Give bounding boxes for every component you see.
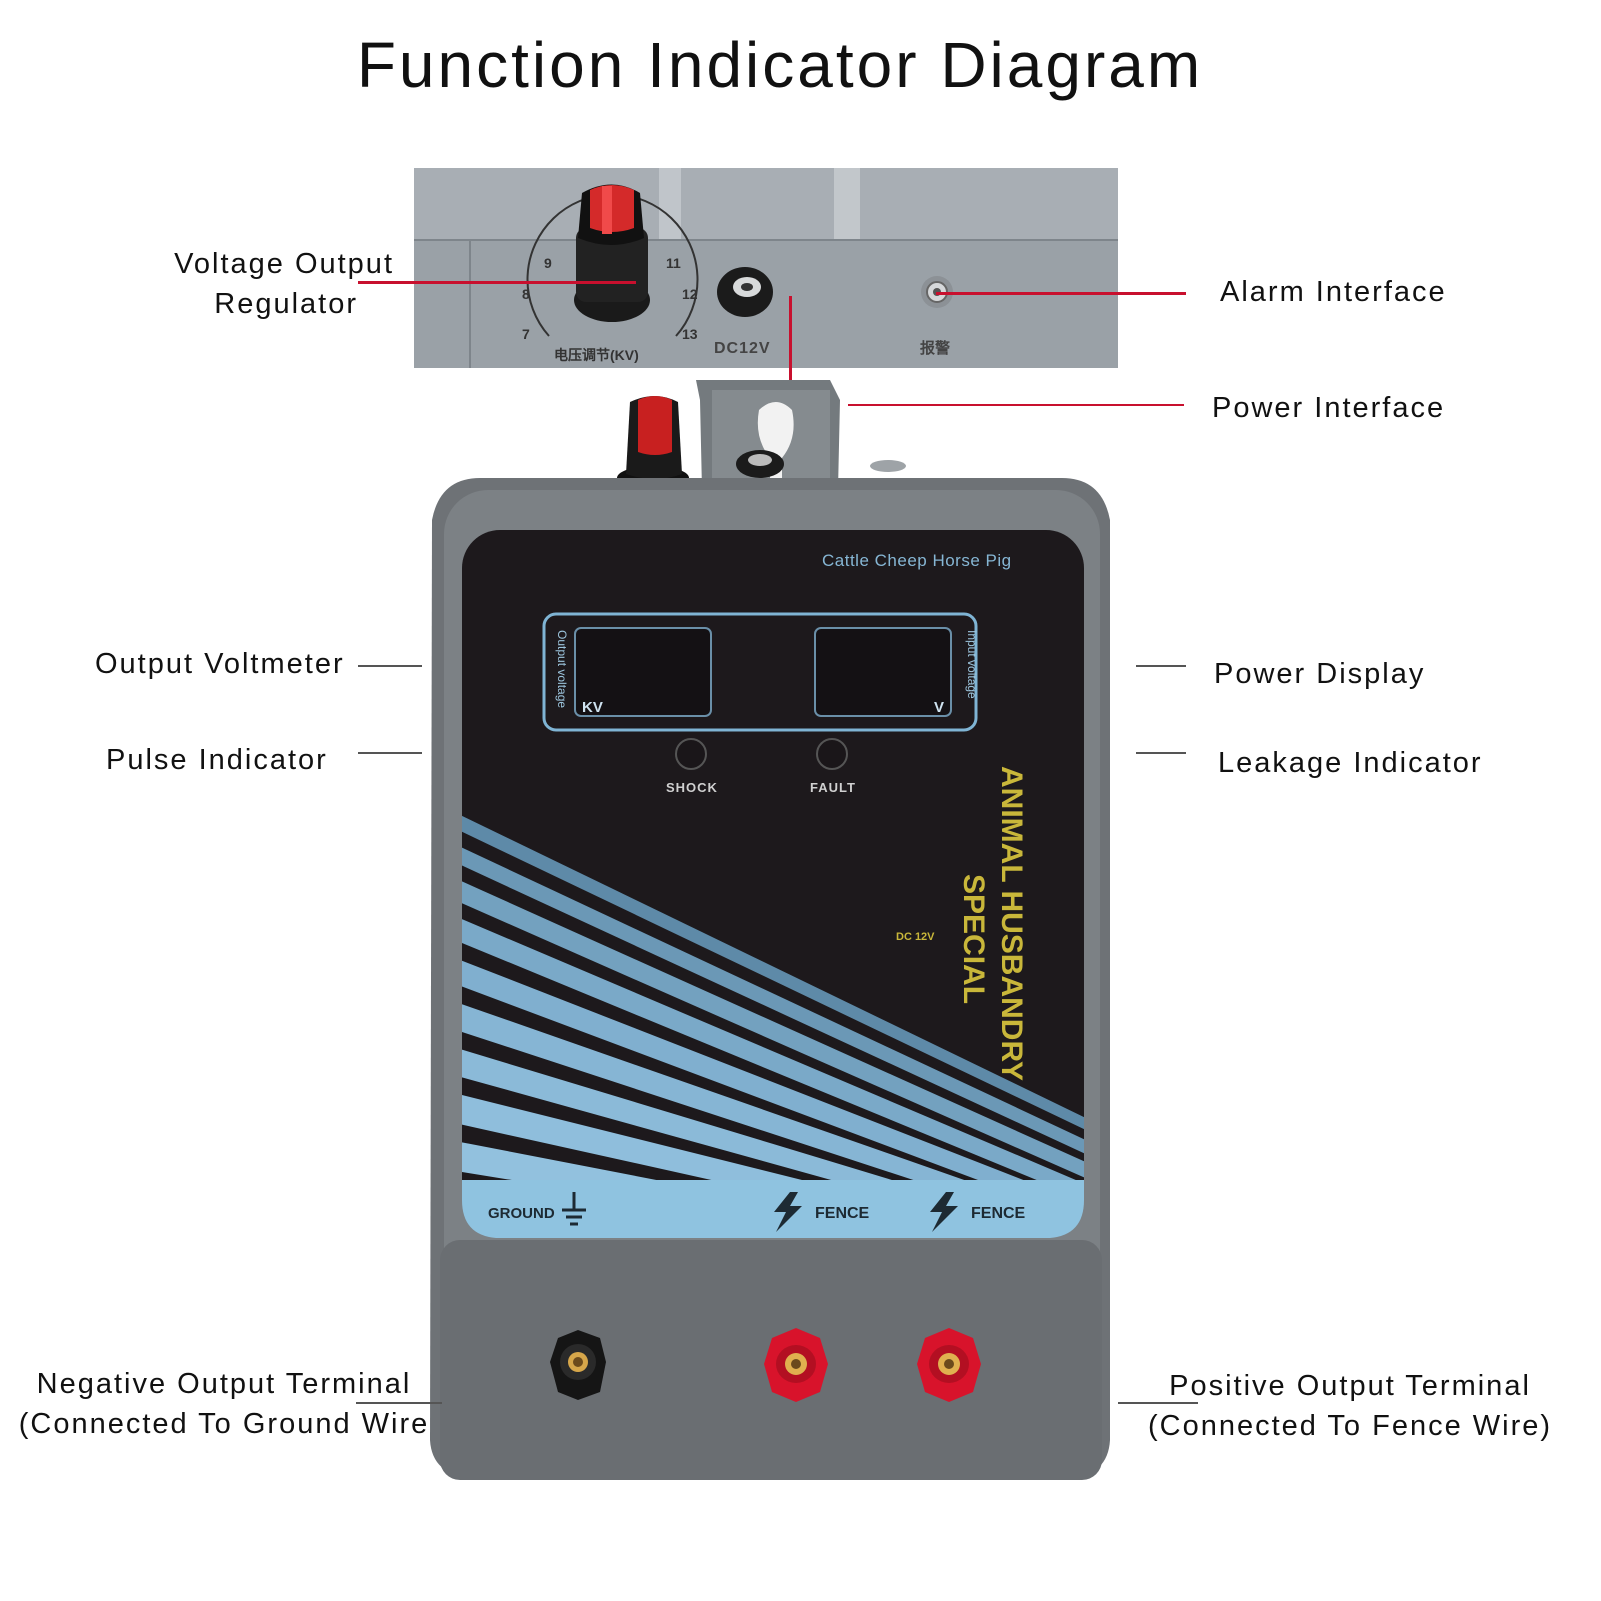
callout-line: (Connected To Ground Wire [18,1408,430,1440]
alarm-interface-leader [936,292,1186,295]
positive-terminal-leader [1118,1402,1198,1404]
lightning-bolt-icon [930,1192,958,1232]
leakage-indicator-led [816,738,848,770]
voltage-output-regulator-callout: Voltage Output Regulator [150,244,394,324]
negative-output-terminal-callout: Negative Output Terminal (Connected To G… [4,1364,444,1444]
callout-line: Negative Output Terminal [36,1368,412,1400]
leakage-indicator-leader [1136,752,1186,754]
dial-label: 电压调节(KV) [554,347,639,363]
dial-mark: 12 [682,286,698,302]
alarm-jack-top[interactable] [870,460,906,472]
brand-line-2: SPECIAL [957,874,990,1004]
ground-icon [562,1192,586,1226]
power-display-callout: Power Display [1214,658,1426,690]
dial-mark: 7 [522,326,530,342]
hanging-bracket [696,380,840,490]
terminal-label-band [462,1180,1084,1238]
alarm-interface-callout: Alarm Interface [1220,276,1447,308]
page-title: Function Indicator Diagram [356,29,1204,101]
power-display-leader [1136,665,1186,667]
power-interface-leader [848,404,1184,406]
input-voltage-caption: Input voltage [965,630,979,699]
power-interface-callout: Power Interface [1212,392,1446,424]
closeup-panel: 9 11 8 12 7 13 电压调节(KV) DC12V 报警 [414,168,1118,368]
display-frame [542,612,978,732]
fence-binding-post-icon[interactable] [917,1328,981,1402]
callout-line: (Connected To Fence Wire) [1147,1410,1553,1442]
power-jack-label: DC12V [714,340,771,357]
output-voltage-caption: Output voltage [555,630,569,708]
dial-mark: 11 [666,255,681,271]
pulse-indicator-led [675,738,707,770]
output-voltmeter [574,627,712,717]
dial-mark: 13 [682,326,698,342]
callout-line: Voltage Output [174,248,394,280]
knob-icon[interactable] [574,184,650,323]
dial-mark: 8 [522,286,530,302]
fence-label-2: FENCE [971,1205,1026,1222]
output-voltmeter-callout: Output Voltmeter [95,648,345,680]
fault-label: FAULT [810,780,856,795]
dial-scale: 9 11 8 12 7 13 电压调节(KV) [522,255,698,363]
negative-terminal-leader [356,1402,442,1404]
alarm-label: 报警 [920,339,950,357]
power-interface-leader-vertical [789,296,792,380]
lightning-bolt-icon [774,1192,802,1232]
power-jack-icon[interactable] [717,267,773,317]
fence-label-1: FENCE [815,1205,870,1222]
pulse-indicator-callout: Pulse Indicator [106,744,328,776]
dial-mark: 9 [544,255,552,271]
ground-label: GROUND [488,1205,555,1222]
power-display-unit: V [934,699,944,716]
output-voltmeter-leader [358,665,422,667]
fence-energizer-device: Cattle Cheep Horse Pig KV Output voltage… [430,380,1110,1480]
callout-line: Regulator [214,288,358,320]
ground-binding-post-icon[interactable] [550,1330,606,1400]
input-spec: DC 12V [896,931,935,943]
animal-list: Cattle Cheep Horse Pig [822,551,1012,570]
positive-output-terminal-callout: Positive Output Terminal (Connected To F… [1130,1366,1570,1446]
callout-line: Positive Output Terminal [1169,1370,1531,1402]
shock-label: SHOCK [666,780,718,795]
output-voltmeter-unit: KV [582,699,603,716]
fence-binding-post-icon[interactable] [764,1328,828,1402]
leakage-indicator-callout: Leakage Indicator [1218,747,1483,779]
voltage-regulator-knob[interactable] [617,396,689,490]
power-display [814,627,952,717]
brand-line-1: ANIMAL HUSBANDRY [995,766,1028,1081]
voltage-regulator-leader [358,281,636,284]
pulse-indicator-leader [358,752,422,754]
